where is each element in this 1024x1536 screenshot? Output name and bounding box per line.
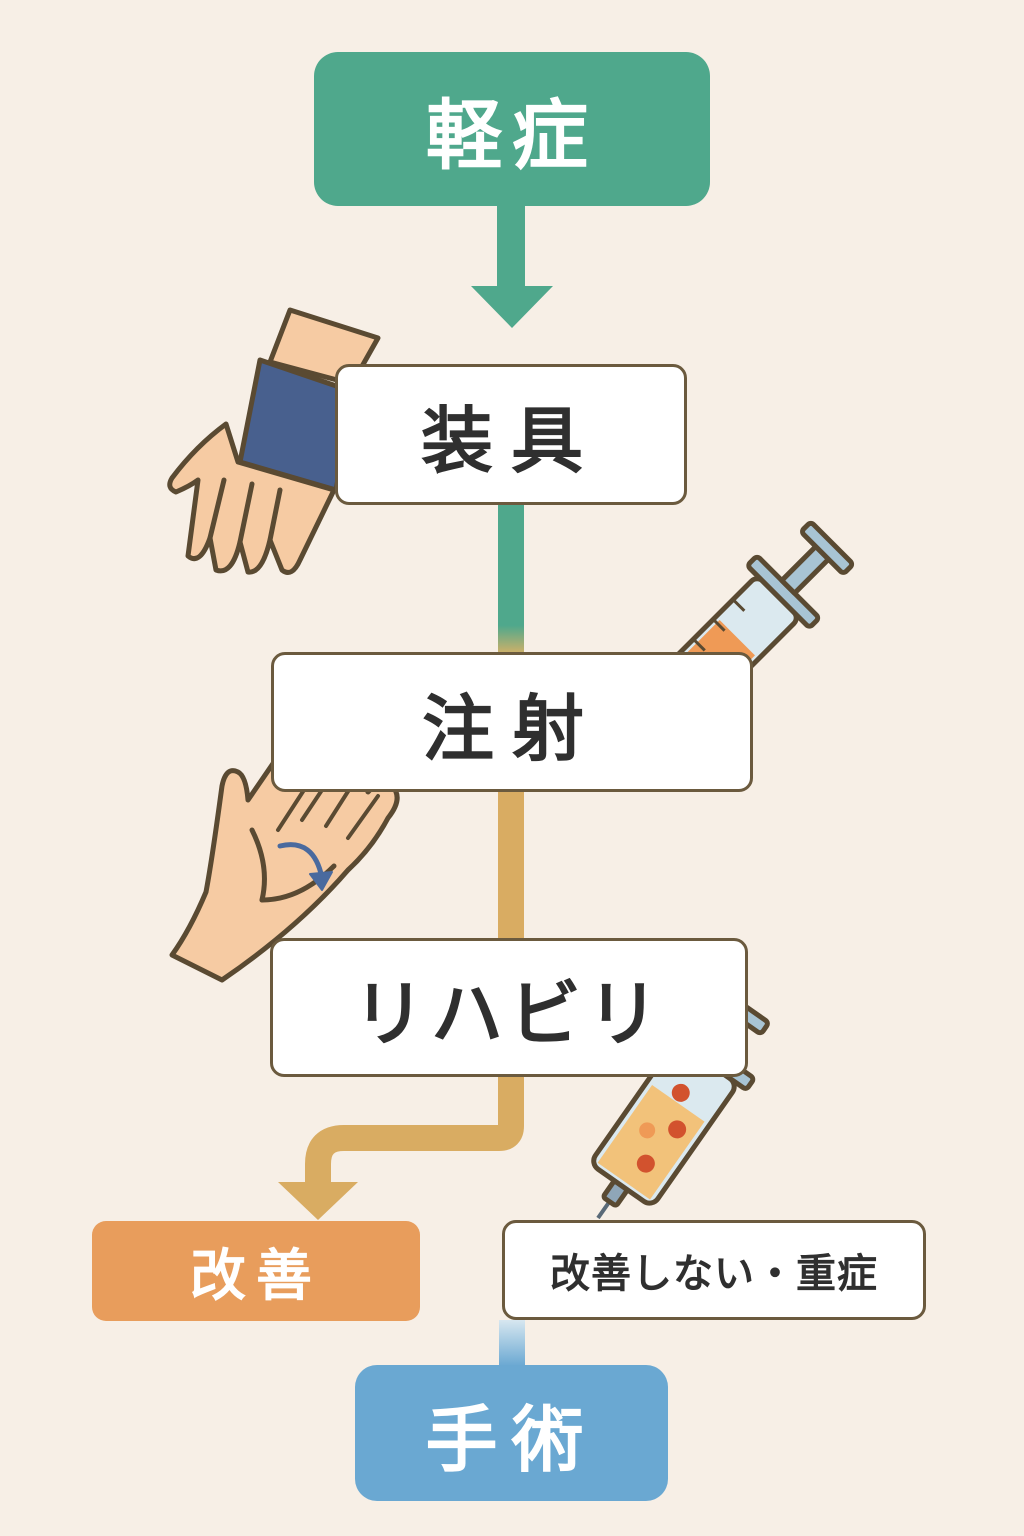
connector-to-surgery: [499, 1320, 525, 1366]
wrist-brace-hand-icon: [167, 307, 381, 575]
node-no-improve: 改善しない・重症: [502, 1220, 926, 1320]
arrow-rehab-to-improve: [278, 1077, 524, 1220]
node-rehab-label: リハビリ: [352, 972, 665, 1056]
node-mild: 軽症: [314, 52, 710, 206]
node-mild-label: 軽症: [426, 91, 598, 180]
connector-injection-to-rehab: [498, 792, 524, 938]
node-injection-label: 注射: [421, 686, 602, 771]
node-brace: 装具: [335, 364, 687, 505]
node-brace-label: 装具: [420, 399, 601, 483]
node-improve: 改善: [92, 1221, 420, 1321]
node-improve-label: 改善: [190, 1243, 322, 1309]
node-rehab: リハビリ: [270, 938, 748, 1077]
node-no-improve-label: 改善しない・重症: [550, 1251, 878, 1297]
node-injection: 注射: [271, 652, 753, 792]
node-surgery-label: 手術: [425, 1397, 598, 1482]
arrow-mild-to-brace: [471, 206, 553, 328]
connector-brace-to-injection: [498, 505, 524, 652]
node-surgery: 手術: [355, 1365, 668, 1501]
